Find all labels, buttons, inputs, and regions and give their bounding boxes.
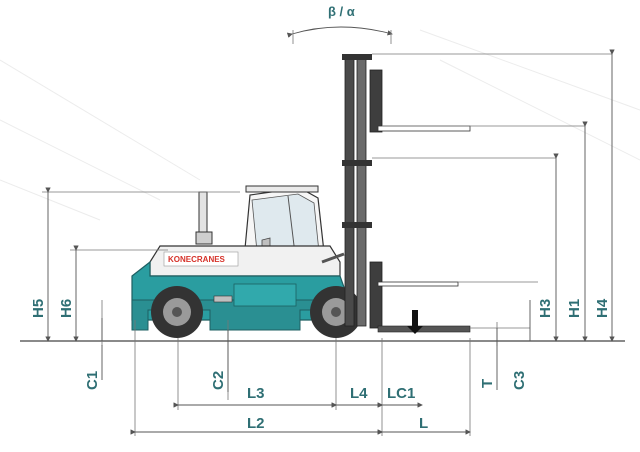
mast-outer <box>344 55 355 327</box>
horizontal-dimensions <box>130 402 471 435</box>
label-L2: L2 <box>247 415 265 432</box>
fork-carriage <box>369 261 383 329</box>
tilt-label: β / α <box>328 4 355 19</box>
label-LC1: LC1 <box>387 385 415 402</box>
label-T: T <box>479 379 496 388</box>
brand-logo: KONECRANES <box>168 255 226 264</box>
steps <box>213 295 233 303</box>
vertical-dimensions <box>45 49 615 392</box>
tilt-arc <box>286 26 393 38</box>
label-L: L <box>419 415 428 432</box>
side-panel <box>233 283 297 307</box>
label-H4: H4 <box>594 298 611 318</box>
mast-mid <box>342 160 372 166</box>
carriage-raised <box>369 69 383 133</box>
forklift: KONECRANES <box>131 54 471 338</box>
label-C3: C3 <box>511 371 528 390</box>
background-lines <box>0 29 640 221</box>
label-L4: L4 <box>350 385 368 402</box>
mast-lower <box>342 222 372 228</box>
fork-mid <box>377 281 459 287</box>
rear-wheel <box>151 286 203 338</box>
mast-top <box>342 54 372 60</box>
label-L3: L3 <box>247 385 265 402</box>
label-H5: H5 <box>30 299 47 318</box>
label-C1: C1 <box>84 371 101 390</box>
label-H1: H1 <box>566 299 583 318</box>
cab-roof <box>245 185 319 193</box>
tilt-cylinder <box>321 252 345 264</box>
fork-raised <box>377 125 471 132</box>
load-centre-arrow <box>407 310 423 334</box>
label-H3: H3 <box>537 299 554 318</box>
label-C2: C2 <box>210 371 227 390</box>
brand-label-bg <box>163 251 239 267</box>
label-H6: H6 <box>58 299 75 318</box>
air-intake <box>195 231 213 245</box>
mast-inner <box>356 55 367 327</box>
fork-lowered <box>377 325 471 333</box>
